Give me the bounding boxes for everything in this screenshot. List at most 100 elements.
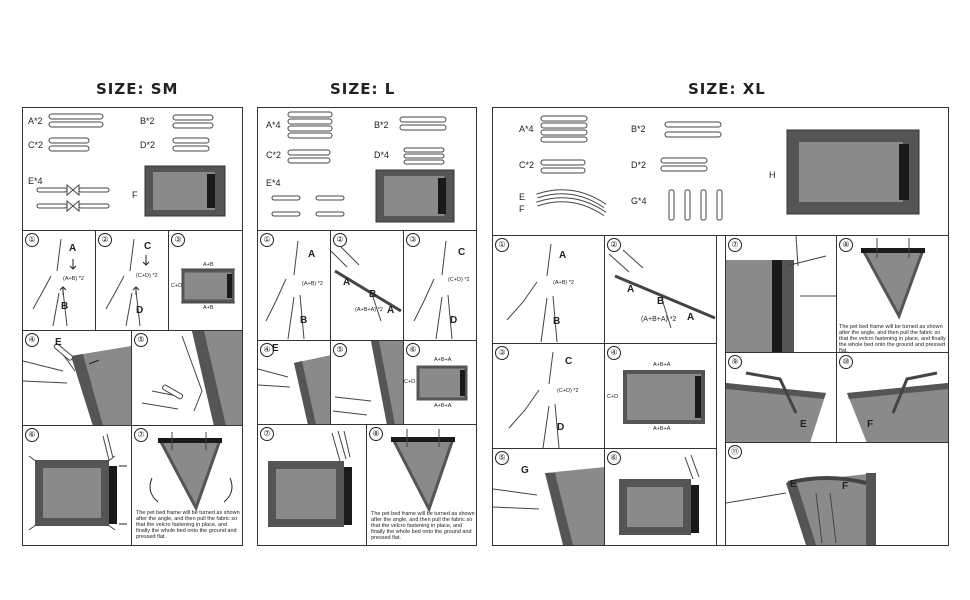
l-part-e-label: E*4 bbox=[266, 178, 281, 188]
size-l-title: SIZE: L bbox=[330, 80, 396, 98]
l-s2-formula: (A+B+A) *2 bbox=[355, 307, 383, 313]
sm-instructions-panel: A*2 bbox=[22, 107, 243, 546]
xl-step-8-number: ⑧ bbox=[839, 238, 853, 252]
sm-s2-letter-c: C bbox=[144, 241, 152, 252]
l-s6-side-label: C+D bbox=[404, 379, 416, 385]
xl-part-b-label: B*2 bbox=[631, 124, 646, 134]
xl-step-4-cell: ④ A+B+A C+D A+B+A bbox=[605, 344, 717, 449]
l-part-b-label: B*2 bbox=[374, 120, 389, 130]
step-5-number: ⑤ bbox=[134, 333, 148, 347]
sm-step-1-drawing bbox=[32, 238, 77, 327]
sm-s2-formula: (C+D) *2 bbox=[136, 273, 158, 279]
sm-part-e-label: E*4 bbox=[28, 176, 43, 186]
sm-s4-letter-e: E bbox=[55, 337, 62, 348]
xl-step-9-drawing bbox=[726, 371, 826, 442]
xl-s2-letter-a: A bbox=[627, 284, 635, 295]
l-step-2-number: ② bbox=[333, 233, 347, 247]
sm-step-4-drawing bbox=[23, 343, 131, 425]
xl-s11-letter-e: E bbox=[790, 479, 797, 490]
xl-step-9-number: ⑨ bbox=[728, 355, 742, 369]
xl-step-10-drawing bbox=[847, 371, 948, 442]
sm-parts-drawing bbox=[36, 113, 226, 217]
xl-s3-letter-d: D bbox=[557, 422, 565, 433]
l-step-3-cell: ③ C (C+D) *2 D bbox=[404, 231, 476, 341]
xl-step-5-number: ⑤ bbox=[495, 451, 509, 465]
xl-s4-top-label: A+B+A bbox=[653, 362, 671, 368]
l-step-4-number: ④ bbox=[260, 343, 274, 357]
xl-step-6-number: ⑥ bbox=[607, 451, 621, 465]
l-s3-letter-d: D bbox=[450, 315, 458, 326]
l-step-3-drawing bbox=[413, 240, 453, 340]
xl-part-a-label: A*4 bbox=[519, 124, 534, 134]
xl-step-11-number: ⑪ bbox=[728, 445, 742, 459]
xl-part-h-label: H bbox=[769, 170, 776, 180]
size-xl-title: SIZE: XL bbox=[688, 80, 766, 98]
xl-part-d-label: D*2 bbox=[631, 160, 647, 170]
xl-step-2-drawing bbox=[608, 249, 716, 329]
l-step-1-cell: ① A (A+B) *2 B bbox=[258, 231, 331, 341]
xl-step-6-cell: ⑥ bbox=[605, 449, 717, 545]
sm-step-7-cell: ⑦ The pet bed frame will be turned as sh… bbox=[132, 426, 242, 545]
l-step-8-drawing bbox=[390, 429, 456, 513]
step-1-number: ① bbox=[25, 233, 39, 247]
sm-step-6-cell: ⑥ bbox=[23, 426, 132, 545]
l-s6-top-label: A+B+A bbox=[434, 357, 452, 363]
sm-step-2-drawing bbox=[105, 238, 150, 327]
xl-step-1-drawing bbox=[506, 243, 558, 343]
l-s2-letter-a: A bbox=[343, 277, 351, 288]
xl-s2-formula: (A+B+A) *2 bbox=[641, 316, 677, 323]
xl-parts-drawing bbox=[536, 115, 920, 221]
xl-step-7-number: ⑦ bbox=[728, 238, 742, 252]
sm-step-2-cell: ② C (C+D) *2 D bbox=[96, 231, 169, 331]
xl-step-2-cell: ② A B (A+B+A) *2 A bbox=[605, 236, 717, 344]
l-step-1-drawing bbox=[265, 240, 305, 340]
xl-s1-formula: (A+B) *2 bbox=[553, 280, 574, 286]
xl-step-8-drawing bbox=[860, 238, 926, 320]
l-s3-letter-c: C bbox=[458, 247, 466, 258]
xl-s1-letter-a: A bbox=[559, 250, 567, 261]
xl-step-1-cell: ① A (A+B) *2 B bbox=[493, 236, 605, 344]
sm-parts-cell: A*2 bbox=[23, 108, 242, 231]
l-step-3-number: ③ bbox=[406, 233, 420, 247]
xl-step-8-caption: The pet bed frame will be turned as show… bbox=[839, 324, 946, 353]
l-step-2-cell: ② A B (A+B+A) *2 A bbox=[331, 231, 404, 341]
sm-step-7-caption: The pet bed frame will be turned as show… bbox=[136, 510, 240, 540]
step-7-number: ⑦ bbox=[134, 428, 148, 442]
l-step-8-number: ⑧ bbox=[369, 427, 383, 441]
xl-step-6-drawing bbox=[619, 454, 700, 535]
xl-step-4-drawing bbox=[623, 370, 705, 424]
l-part-a-label: A*4 bbox=[266, 120, 281, 130]
xl-s11-letter-f: F bbox=[842, 481, 849, 492]
xl-part-c-label: C*2 bbox=[519, 160, 535, 170]
l-step-4-drawing bbox=[258, 355, 330, 424]
l-step-7-number: ⑦ bbox=[260, 427, 274, 441]
l-s1-formula: (A+B) *2 bbox=[302, 281, 323, 287]
xl-part-g-label: G*4 bbox=[631, 196, 647, 206]
l-s4-letter-e: E bbox=[272, 343, 279, 354]
sm-s1-letter-b: B bbox=[61, 301, 69, 312]
xl-step-3-number: ③ bbox=[495, 346, 509, 360]
l-step-1-number: ① bbox=[260, 233, 274, 247]
xl-step-10-number: ⑩ bbox=[839, 355, 853, 369]
l-s6-bottom-label: A+B+A bbox=[434, 403, 452, 409]
l-instructions-panel: A*4 B*2 C*2 D*4 E*4 ① A (A+B) *2 B ② A B… bbox=[257, 107, 477, 546]
sm-step-5-cell: ⑤ bbox=[132, 331, 242, 426]
xl-step-11-drawing bbox=[726, 473, 876, 545]
l-part-d-label: D*4 bbox=[374, 150, 390, 160]
sm-step-7-drawing bbox=[149, 432, 233, 512]
xl-step-5-cell: ⑤ G bbox=[493, 449, 605, 545]
sm-step-3-cell: ③ A+B C+D A+B bbox=[169, 231, 242, 331]
size-sm-title: SIZE: SM bbox=[96, 80, 179, 98]
sm-part-c-label: C*2 bbox=[28, 140, 44, 150]
xl-step-8-cell: ⑧ The pet bed frame will be turned as sh… bbox=[837, 236, 948, 353]
l-s2-letter-b: B bbox=[369, 289, 377, 300]
l-s2-letter-a2: A bbox=[387, 305, 395, 316]
xl-s1-letter-b: B bbox=[553, 316, 561, 327]
l-step-6-drawing bbox=[416, 365, 468, 401]
xl-s3-letter-c: C bbox=[565, 356, 573, 367]
sm-step-3-drawing bbox=[181, 268, 235, 304]
sm-step-5-drawing bbox=[141, 331, 242, 425]
xl-s4-bottom-label: A+B+A bbox=[653, 426, 671, 432]
l-step-8-caption: The pet bed frame will be turned as show… bbox=[371, 511, 475, 541]
xl-parts-cell: A*4 B*2 C*2 D*2 E F G*4 H bbox=[493, 108, 948, 236]
